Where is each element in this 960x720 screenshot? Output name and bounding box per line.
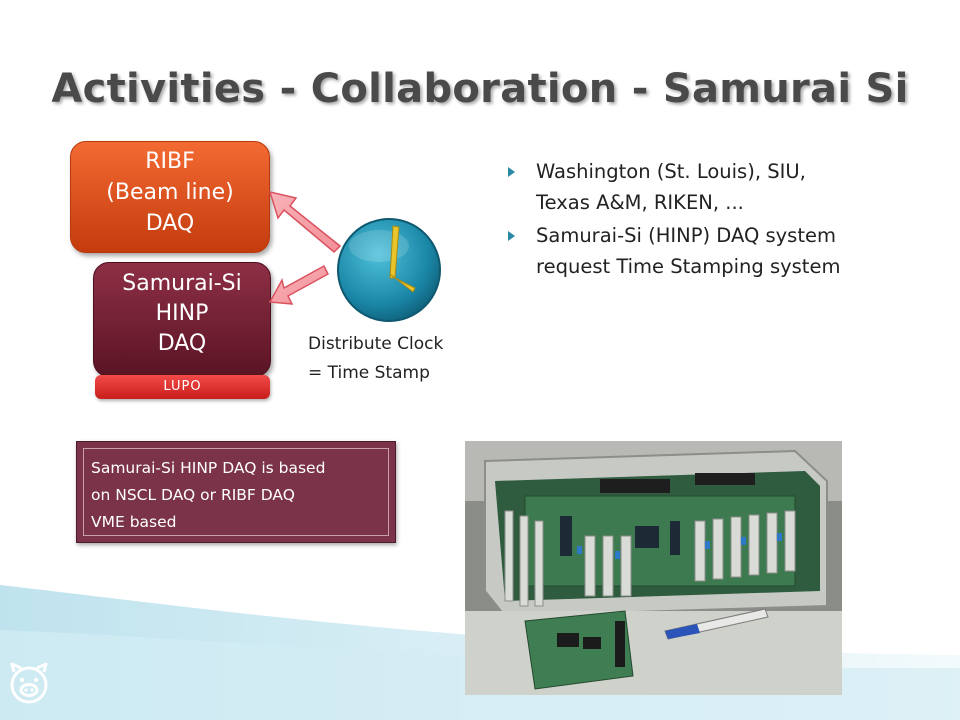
bullet-item: Samurai-Si (HINP) DAQ system request Tim…: [508, 220, 928, 282]
bullet-line: Texas A&M, RIKEN, ...: [536, 191, 744, 214]
arrow-to-ribf: [268, 190, 342, 254]
ribf-line: RIBF: [145, 149, 195, 174]
bullet-list: Washington (St. Louis), SIU, Texas A&M, …: [508, 156, 928, 284]
arrow-to-samurai: [268, 264, 329, 305]
daq-note-box: Samurai-Si HINP DAQ is based on NSCL DAQ…: [76, 441, 396, 543]
bullet-item: Washington (St. Louis), SIU, Texas A&M, …: [508, 156, 928, 218]
bullet-line: Washington (St. Louis), SIU,: [536, 160, 806, 183]
electronics-photo: [465, 441, 842, 695]
bullet-line: request Time Stamping system: [536, 255, 841, 278]
ribf-line: DAQ: [145, 211, 195, 236]
note-line: VME based: [91, 513, 177, 531]
samurai-si-daq-box: Samurai-Si HINP DAQ: [93, 262, 271, 377]
samurai-line: DAQ: [157, 331, 207, 356]
bullet-line: Samurai-Si (HINP) DAQ system: [536, 224, 836, 247]
ribf-line: (Beam line): [106, 180, 234, 205]
samurai-line: Samurai-Si: [122, 271, 242, 296]
bullet-arrow-icon: [508, 167, 515, 177]
samurai-line: HINP: [155, 301, 209, 326]
note-line: Samurai-Si HINP DAQ is based: [91, 459, 326, 477]
note-text: Samurai-Si HINP DAQ is based on NSCL DAQ…: [91, 455, 325, 536]
clock-icon: [337, 218, 441, 322]
clock-arrows: [268, 190, 342, 305]
clock-caption: Distribute Clock = Time Stamp: [308, 330, 443, 388]
pig-logo-icon: [10, 662, 48, 704]
note-inner-frame: [83, 448, 389, 536]
lupo-label: LUPO: [95, 375, 270, 399]
bullet-arrow-icon: [508, 231, 515, 241]
note-line: on NSCL DAQ or RIBF DAQ: [91, 486, 295, 504]
slide-title: Activities - Collaboration - Samurai Si: [51, 66, 909, 112]
caption-line: Distribute Clock: [308, 334, 444, 354]
caption-line: = Time Stamp: [308, 363, 430, 383]
ribf-daq-box: RIBF (Beam line) DAQ: [70, 141, 270, 253]
